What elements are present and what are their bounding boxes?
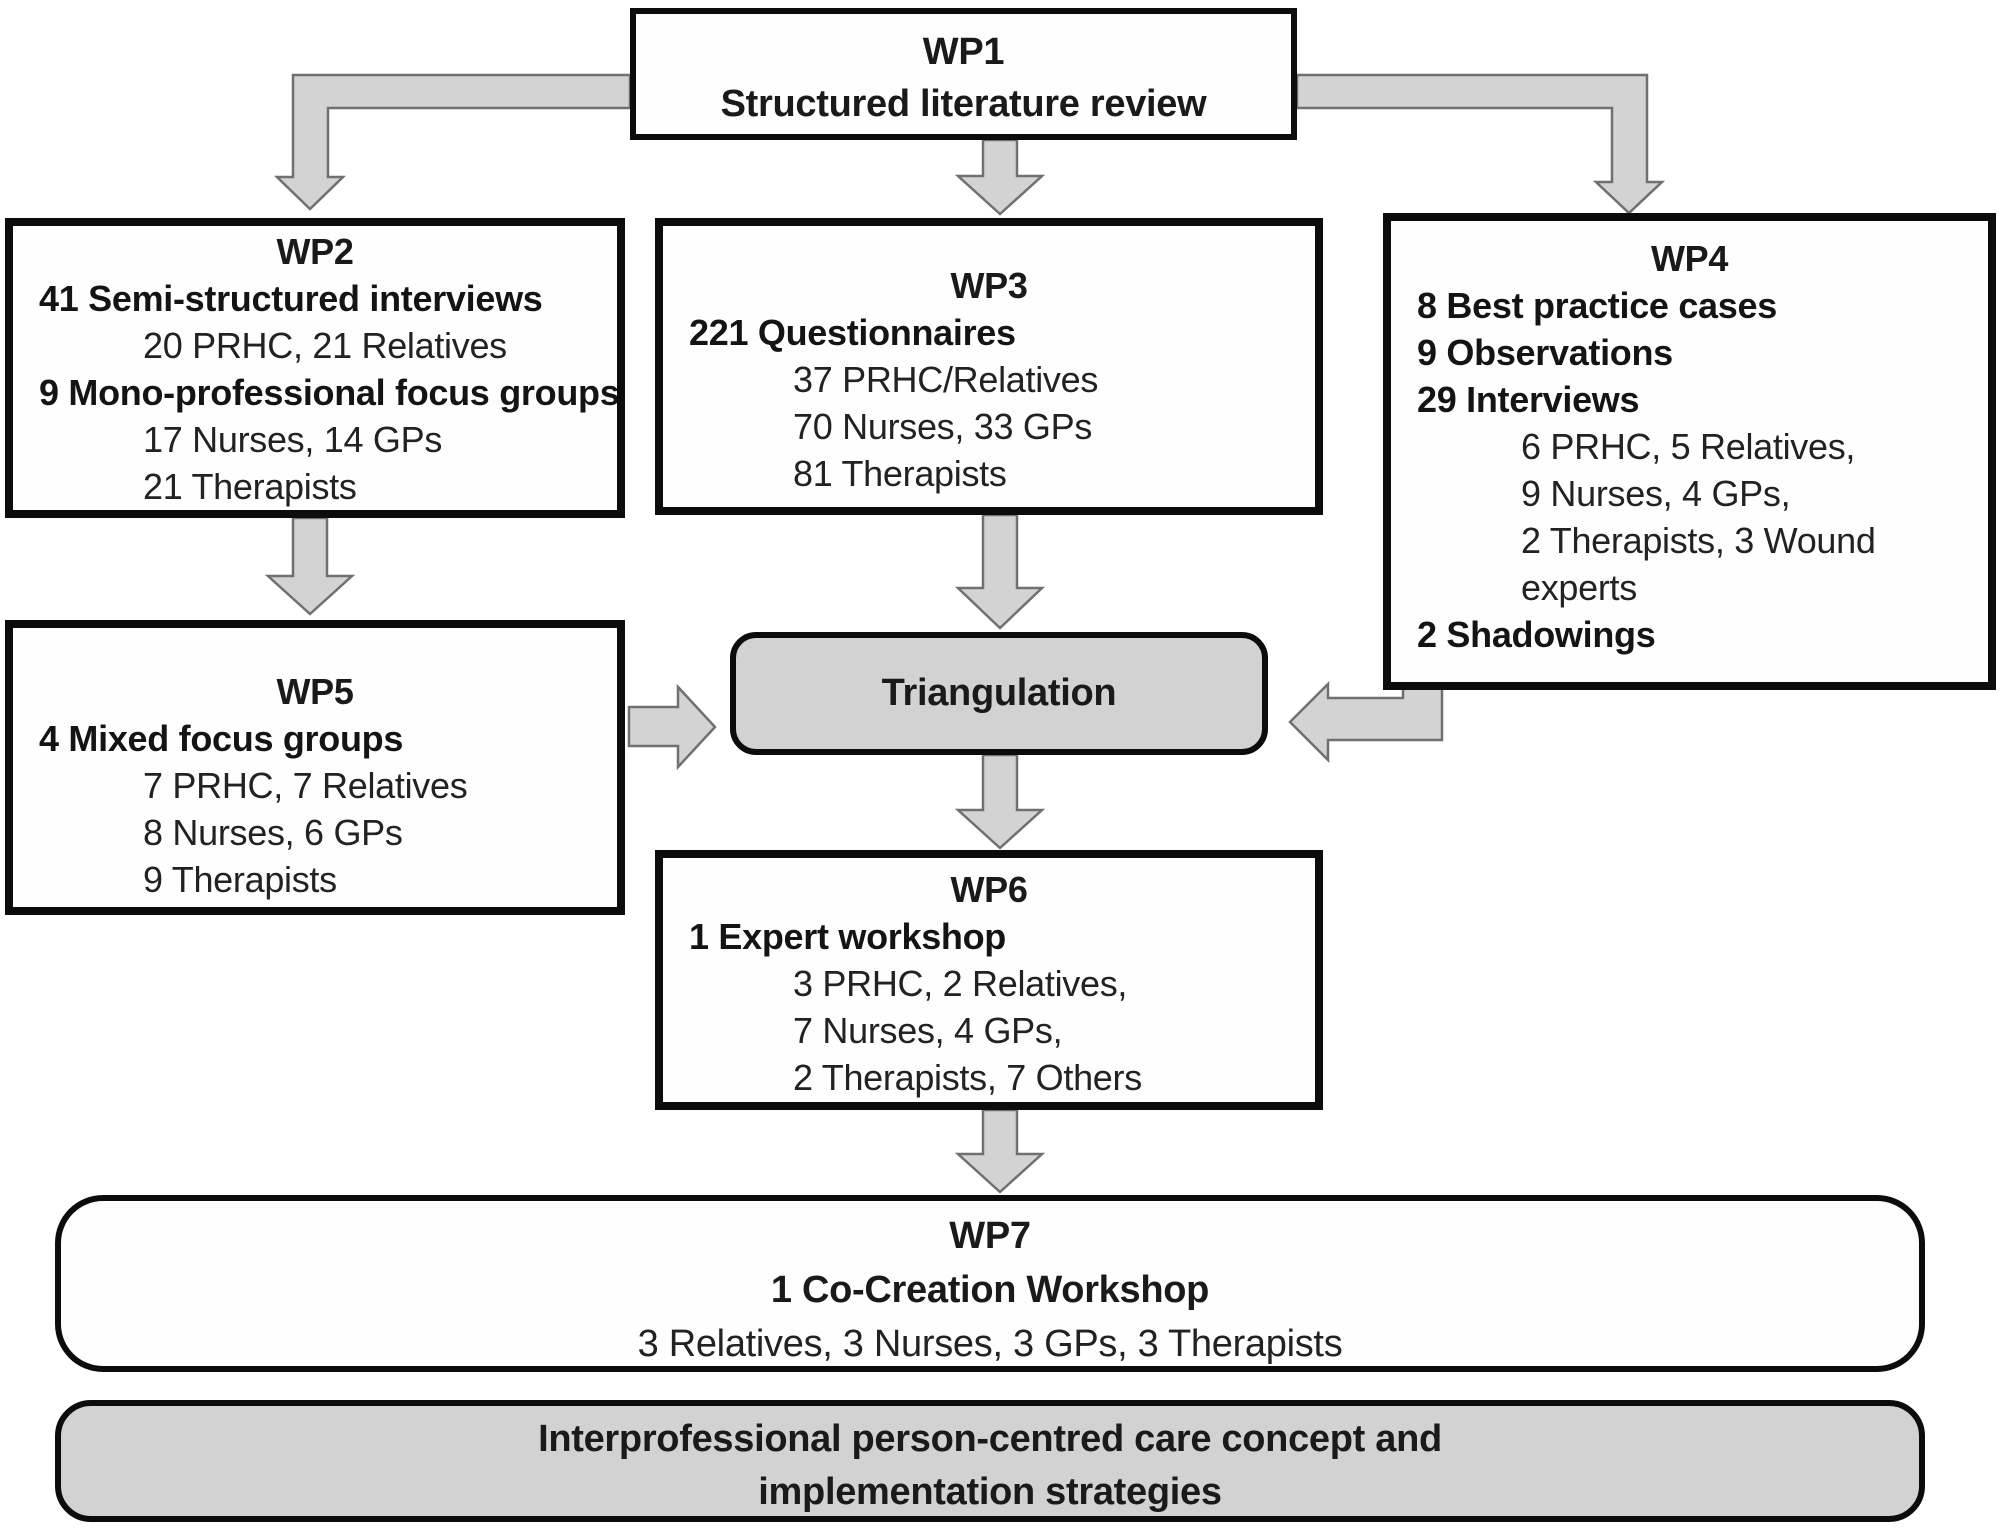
wp6-line: 7 Nurses, 4 GPs, <box>793 1010 1063 1051</box>
triangulation-label: Triangulation <box>881 672 1117 714</box>
wp7-box: WP7 1 Co-Creation Workshop 3 Relatives, … <box>55 1195 1925 1372</box>
wp4-line: 9 Nurses, 4 GPs, <box>1521 473 1791 514</box>
wp3-line: 221 Questionnaires <box>689 312 1016 353</box>
arrow-triangulation-to-wp6 <box>954 753 1046 850</box>
wp5-box: WP5 4 Mixed focus groups 7 PRHC, 7 Relat… <box>5 620 625 915</box>
wp2-line: 41 Semi-structured interviews <box>39 278 543 319</box>
wp5-line: 4 Mixed focus groups <box>39 718 404 759</box>
wp4-title: WP4 <box>1650 238 1729 279</box>
wp6-title: WP6 <box>950 869 1028 910</box>
arrow-wp1-to-wp3 <box>954 138 1046 216</box>
wp5-title: WP5 <box>276 671 354 712</box>
wp1-title: WP1 <box>922 31 1005 73</box>
wp1-subtitle: Structured literature review <box>720 83 1207 125</box>
wp4-line: 2 Therapists, 3 Wound <box>1521 520 1876 561</box>
wp2-line: 9 Mono-professional focus groups <box>39 372 620 413</box>
wp2-line: 17 Nurses, 14 GPs <box>143 419 443 460</box>
outcome-line-1: Interprofessional person-centred care co… <box>538 1418 1442 1460</box>
wp6-line: 3 PRHC, 2 Relatives, <box>793 963 1128 1004</box>
wp2-line: 21 Therapists <box>143 466 357 507</box>
wp3-box: WP3 221 Questionnaires 37 PRHC/Relatives… <box>655 218 1323 515</box>
wp7-title: WP7 <box>949 1215 1031 1257</box>
arrow-wp6-to-wp7 <box>954 1108 1046 1194</box>
wp4-line: experts <box>1521 567 1637 608</box>
wp6-box: WP6 1 Expert workshop 3 PRHC, 2 Relative… <box>655 850 1323 1110</box>
wp3-line: 81 Therapists <box>793 453 1007 494</box>
outcome-line-2: implementation strategies <box>758 1471 1222 1513</box>
wp2-box: WP2 41 Semi-structured interviews 20 PRH… <box>5 218 625 518</box>
wp3-title: WP3 <box>950 265 1028 306</box>
wp3-line: 37 PRHC/Relatives <box>793 359 1099 400</box>
wp2-title: WP2 <box>276 231 354 272</box>
wp4-line: 29 Interviews <box>1417 379 1640 420</box>
wp6-line: 1 Expert workshop <box>689 916 1006 957</box>
arrow-wp4-to-triangulation <box>1288 680 1444 764</box>
arrow-wp3-to-triangulation <box>954 513 1046 630</box>
outcome-box: Interprofessional person-centred care co… <box>55 1400 1925 1522</box>
wp4-line: 8 Best practice cases <box>1417 285 1777 326</box>
wp5-line: 7 PRHC, 7 Relatives <box>143 765 468 806</box>
wp7-line-regular: 3 Relatives, 3 Nurses, 3 GPs, 3 Therapis… <box>637 1323 1343 1365</box>
triangulation-box: Triangulation <box>730 632 1268 755</box>
wp7-line-bold: 1 Co-Creation Workshop <box>770 1269 1210 1311</box>
wp3-line: 70 Nurses, 33 GPs <box>793 406 1093 447</box>
wp5-line: 8 Nurses, 6 GPs <box>143 812 403 853</box>
wp4-box: WP4 8 Best practice cases 9 Observations… <box>1383 213 1996 690</box>
wp1-box: WP1 Structured literature review <box>630 8 1297 140</box>
arrow-wp1-to-wp4 <box>1295 73 1666 215</box>
arrow-wp2-to-wp5 <box>264 516 356 616</box>
wp5-line: 9 Therapists <box>143 859 337 900</box>
wp6-line: 2 Therapists, 7 Others <box>793 1057 1142 1098</box>
arrow-wp1-to-wp2 <box>273 73 632 211</box>
wp4-line: 6 PRHC, 5 Relatives, <box>1521 426 1856 467</box>
arrow-wp5-to-triangulation <box>627 683 717 771</box>
wp4-line: 9 Observations <box>1417 332 1673 373</box>
wp2-line: 20 PRHC, 21 Relatives <box>143 325 507 366</box>
wp4-line: 2 Shadowings <box>1417 614 1656 655</box>
